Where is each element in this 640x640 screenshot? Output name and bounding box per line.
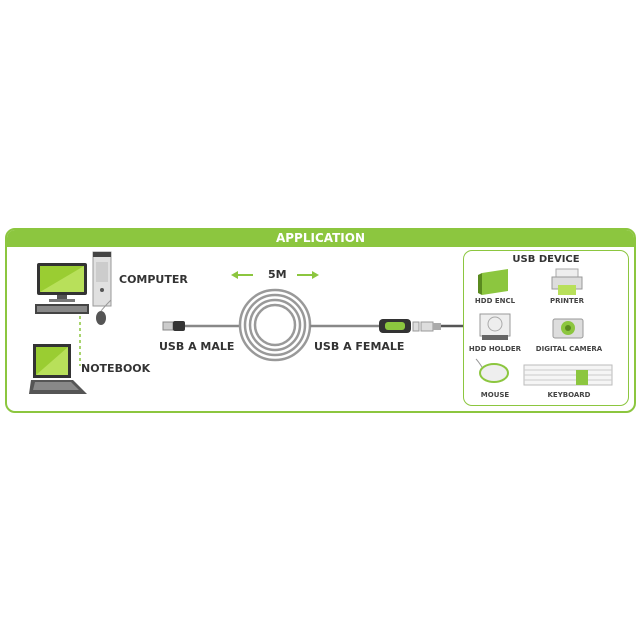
mouse-icon: [475, 358, 509, 383]
computer-icon: [35, 251, 112, 325]
notebook-icon: [29, 344, 87, 394]
notebook-label: NOTEBOOK: [81, 362, 151, 375]
usb-device-title: USB DEVICE: [512, 254, 580, 265]
application-header: APPLICATION: [7, 230, 634, 247]
usb-a-male-label: USB A MALE: [159, 340, 235, 353]
hdd-holder-icon: [479, 313, 511, 340]
length-arrows: [231, 271, 319, 279]
hdd-enclosure-icon: [478, 269, 508, 295]
device-label-printer: PRINTER: [550, 297, 584, 305]
device-label-hdd-holder: HDD HOLDER: [468, 345, 522, 353]
computer-label: COMPUTER: [119, 273, 188, 286]
usb-a-female-label: USB A FEMALE: [314, 340, 405, 353]
device-label-hdd-encl: HDD ENCL: [474, 297, 516, 305]
device-label-mouse: MOUSE: [480, 391, 510, 399]
dashed-connector: [79, 316, 81, 366]
usb-cable-icon: [162, 288, 463, 362]
camera-icon: [552, 318, 584, 339]
keyboard-icon: [523, 364, 613, 386]
device-label-keyboard: KEYBOARD: [547, 391, 591, 399]
cable-length: 5M: [268, 268, 287, 281]
printer-icon: [551, 268, 583, 295]
device-label-digital-camera: DIGITAL CAMERA: [535, 345, 603, 353]
usb-device-panel: USB DEVICE HDD ENCL PRINTER HDD HOLDER D…: [463, 250, 629, 406]
application-diagram: APPLICATION COMPUTER NOTEBOOK 5M: [5, 228, 636, 413]
